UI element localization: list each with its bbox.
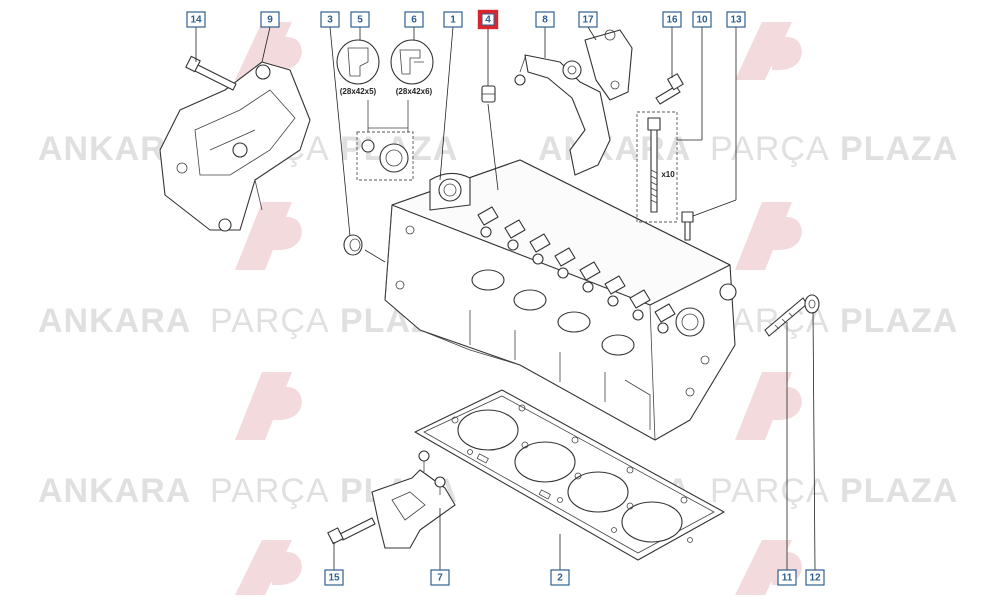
callout-10[interactable]: 10 xyxy=(692,11,712,28)
callout-2-label: 2 xyxy=(557,573,563,584)
wm-brand-bold-2: PLAZA xyxy=(840,302,958,340)
wm-brand-light: PARÇA xyxy=(210,302,330,340)
callout-8[interactable]: 8 xyxy=(535,11,555,28)
callout-16-label: 16 xyxy=(666,15,678,26)
callout-17-label: 17 xyxy=(582,15,594,26)
callout-7-label: 7 xyxy=(437,573,443,584)
wm-brand-bold-1: ANKARA xyxy=(38,302,191,340)
bracket-8 xyxy=(514,54,611,176)
callout-3-label: 3 xyxy=(327,15,333,26)
callout-6-label: 6 xyxy=(411,15,417,26)
callout-12-label: 12 xyxy=(809,573,821,584)
engine-mount-bracket xyxy=(159,61,311,232)
callout-1-label: 1 xyxy=(450,15,456,26)
plug-3 xyxy=(343,234,363,256)
callout-10-label: 10 xyxy=(696,15,708,26)
callout-15-label: 15 xyxy=(328,573,340,584)
callout-12[interactable]: 12 xyxy=(805,569,825,586)
bolt-15 xyxy=(327,517,376,545)
callout-13[interactable]: 13 xyxy=(726,11,746,28)
nut-12 xyxy=(804,294,820,314)
bolt-16 xyxy=(655,73,684,105)
seal-6-size-label: (28x42x6) xyxy=(396,87,433,96)
cylinder-head xyxy=(384,159,737,441)
wm-brand-light: PARÇA xyxy=(210,472,330,510)
callout-14[interactable]: 14 xyxy=(186,11,206,28)
wm-brand-light: PARÇA xyxy=(710,130,830,168)
callout-5-label: 5 xyxy=(357,15,363,26)
wm-brand-bold-1: ANKARA xyxy=(538,130,691,168)
bolt-quantity-label: x10 xyxy=(661,170,675,179)
head-gasket xyxy=(414,389,725,561)
callout-15[interactable]: 15 xyxy=(324,569,344,586)
callout-11[interactable]: 11 xyxy=(777,569,797,586)
callout-labels: 14 9 3 5 6 1 4 8 xyxy=(186,9,825,586)
callout-8-label: 8 xyxy=(542,15,548,26)
callout-9-label: 9 xyxy=(267,15,273,26)
callout-7[interactable]: 7 xyxy=(430,569,450,586)
callout-1[interactable]: 1 xyxy=(443,11,463,28)
bolt-13 xyxy=(681,211,694,241)
callout-6[interactable]: 6 xyxy=(404,11,424,28)
callout-9[interactable]: 9 xyxy=(260,11,280,28)
wm-brand-bold-1: ANKARA xyxy=(38,472,191,510)
rocker-arm-row xyxy=(477,206,676,334)
bolt-14 xyxy=(185,55,237,91)
callout-17[interactable]: 17 xyxy=(578,11,598,28)
callout-4-selected[interactable]: 4 xyxy=(477,9,499,30)
seal-detail-box: (28x42x5) (28x42x6) xyxy=(336,39,434,181)
seal-5-size-label: (28x42x5) xyxy=(340,87,377,96)
head-bolt-box: x10 xyxy=(636,111,678,223)
wm-brand-bold-2: PLAZA xyxy=(840,472,958,510)
leader-lines xyxy=(195,26,816,571)
lifting-bracket xyxy=(371,450,456,549)
callout-2[interactable]: 2 xyxy=(550,569,570,586)
wm-brand-light: PARÇA xyxy=(710,472,830,510)
callout-4-label: 4 xyxy=(485,15,491,26)
watermark-logo xyxy=(235,22,802,595)
bracket-17 xyxy=(584,29,633,101)
callout-5[interactable]: 5 xyxy=(350,11,370,28)
wm-brand-bold-2: PLAZA xyxy=(840,130,958,168)
callout-3[interactable]: 3 xyxy=(320,11,340,28)
callout-14-label: 14 xyxy=(190,15,202,26)
callout-16[interactable]: 16 xyxy=(662,11,682,28)
callout-13-label: 13 xyxy=(730,15,742,26)
callout-11-label: 11 xyxy=(782,573,793,584)
nut-4 xyxy=(481,85,496,103)
